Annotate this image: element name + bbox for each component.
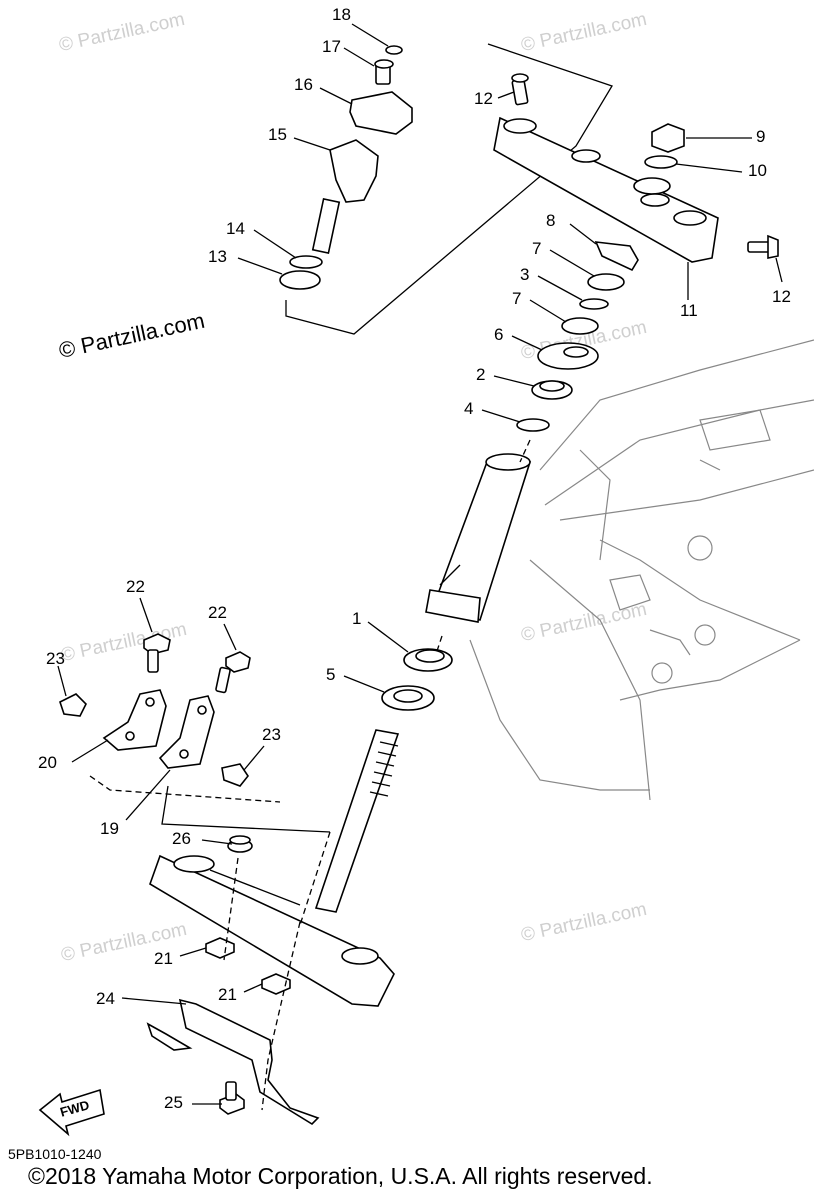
callout-16: 16 bbox=[294, 75, 313, 94]
part-19-bracket bbox=[158, 695, 215, 769]
callout-21b: 21 bbox=[218, 985, 237, 1004]
part-24-hose-guide bbox=[146, 998, 320, 1126]
part-21-nut-a bbox=[205, 937, 235, 959]
callout-21: 21 bbox=[154, 949, 173, 968]
part-5-seal-lower bbox=[381, 685, 435, 711]
part-12-bolt-top bbox=[511, 73, 529, 106]
callout-23: 23 bbox=[46, 649, 65, 668]
part-16-upper-holder bbox=[349, 91, 413, 135]
part-22-bolt-b bbox=[215, 651, 251, 694]
callout-9: 9 bbox=[756, 127, 766, 146]
callout-15: 15 bbox=[268, 125, 287, 144]
part-10-washer bbox=[644, 155, 678, 169]
part-22-bolt-a bbox=[143, 633, 171, 673]
callout-8: 8 bbox=[546, 211, 556, 230]
part-7-ring-nut bbox=[587, 273, 625, 291]
part-26-grommet bbox=[227, 835, 253, 853]
part-18-cap bbox=[385, 45, 403, 55]
steering-stem bbox=[314, 729, 400, 913]
part-6-cover bbox=[537, 342, 599, 370]
callout-24: 24 bbox=[96, 989, 115, 1008]
part-17-bolt bbox=[374, 59, 394, 85]
callout-10: 10 bbox=[748, 161, 767, 180]
callout-6: 6 bbox=[494, 325, 504, 344]
callout-25: 25 bbox=[164, 1093, 183, 1112]
part-9-nut bbox=[651, 123, 685, 153]
part-12-bolt-right bbox=[747, 234, 779, 259]
callout-5: 5 bbox=[326, 665, 336, 684]
part-25-bolt bbox=[219, 1081, 245, 1115]
callout-14: 14 bbox=[226, 219, 245, 238]
callout-7b: 7 bbox=[512, 289, 522, 308]
callout-17: 17 bbox=[322, 37, 341, 56]
part-23-clip-a bbox=[59, 693, 87, 717]
callout-22: 22 bbox=[126, 577, 145, 596]
callout-4: 4 bbox=[464, 399, 474, 418]
callout-12: 12 bbox=[474, 89, 493, 108]
callout-12b: 12 bbox=[772, 287, 791, 306]
part-3-washer bbox=[579, 298, 609, 310]
callout-1: 1 bbox=[352, 609, 362, 628]
callout-2: 2 bbox=[476, 365, 486, 384]
part-4-seal bbox=[516, 418, 550, 432]
part-1-bearing-lower bbox=[403, 648, 453, 672]
part-23-clip-b bbox=[221, 763, 249, 787]
head-pipe bbox=[425, 453, 532, 623]
part-under-bracket bbox=[149, 854, 395, 1007]
callout-7: 7 bbox=[532, 239, 542, 258]
callout-23b: 23 bbox=[262, 725, 281, 744]
part-7-ring-nut-lower bbox=[561, 317, 599, 335]
frame-drawing bbox=[469, 339, 814, 801]
callout-22b: 22 bbox=[208, 603, 227, 622]
fwd-arrow-icon bbox=[38, 1088, 105, 1137]
copyright-notice: ©2018 Yamaha Motor Corporation, U.S.A. A… bbox=[28, 1163, 653, 1189]
callout-19: 19 bbox=[100, 819, 119, 838]
callout-26: 26 bbox=[172, 829, 191, 848]
callout-11: 11 bbox=[680, 301, 698, 320]
callout-18: 18 bbox=[332, 5, 351, 24]
part-21-nut-b bbox=[261, 973, 291, 995]
part-13-damper bbox=[279, 270, 321, 290]
part-15-lower-holder bbox=[311, 139, 379, 255]
part-8-lock-washer bbox=[594, 241, 639, 272]
part-20-bracket bbox=[102, 689, 167, 751]
callout-13: 13 bbox=[208, 247, 227, 266]
part-14-washer bbox=[289, 255, 323, 269]
part-11-upper-bracket bbox=[493, 116, 719, 263]
part-2-bearing bbox=[531, 380, 573, 400]
leader-lines bbox=[57, 23, 783, 1105]
diagram-code: 5PB1010-1240 bbox=[8, 1146, 102, 1162]
callout-20: 20 bbox=[38, 753, 57, 772]
callout-3: 3 bbox=[520, 265, 530, 284]
